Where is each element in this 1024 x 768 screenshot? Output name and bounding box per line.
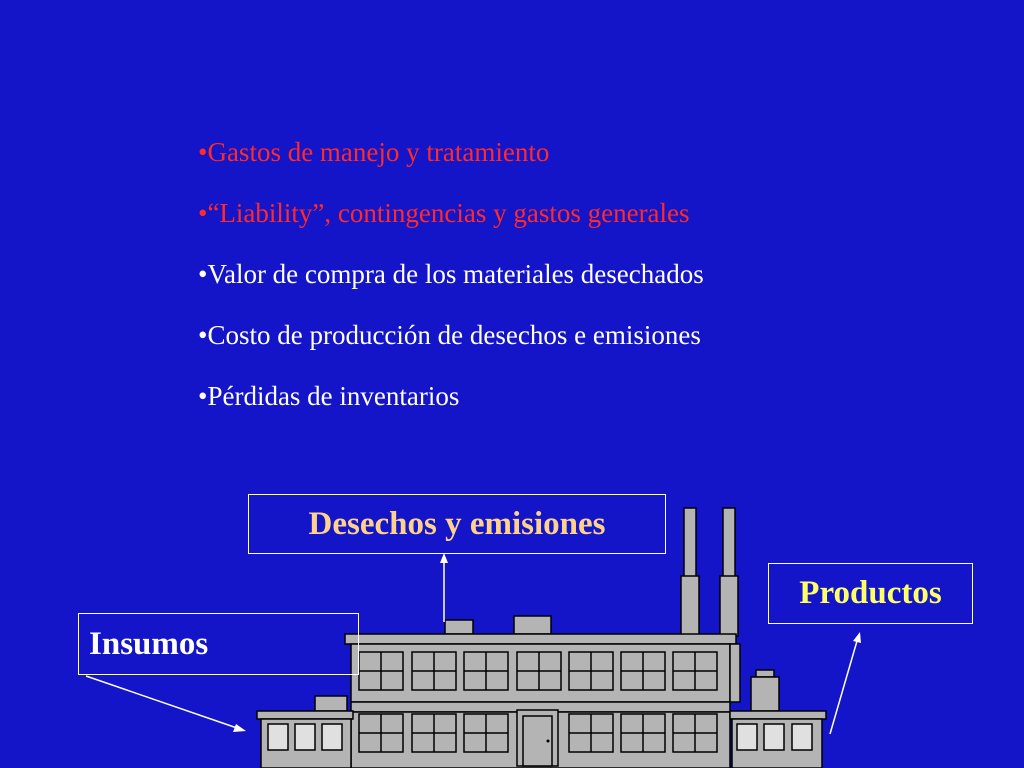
- bullet-list: •Gastos de manejo y tratamiento •“Liabil…: [198, 122, 704, 427]
- bullet-item: •Costo de producción de desechos e emisi…: [198, 320, 701, 350]
- desechos-label: Desechos y emisiones: [308, 505, 606, 542]
- arrow-productos-icon: [829, 632, 861, 735]
- bullet-item: •Gastos de manejo y tratamiento: [198, 137, 550, 167]
- arrow-up-icon: [440, 553, 448, 622]
- insumos-label: Insumos: [89, 625, 209, 662]
- productos-label: Productos: [799, 575, 942, 611]
- bullet-item: •Valor de compra de los materiales desec…: [198, 259, 704, 289]
- productos-label-box: Productos: [768, 563, 973, 624]
- bullet-item: •“Liability”, contingencias y gastos gen…: [198, 198, 690, 228]
- insumos-label-box: Insumos: [78, 613, 359, 675]
- bullet-item: •Pérdidas de inventarios: [198, 381, 460, 411]
- arrow-insumos-icon: [85, 675, 246, 732]
- factory-icon: [256, 507, 827, 768]
- desechos-label-box: Desechos y emisiones: [248, 494, 666, 554]
